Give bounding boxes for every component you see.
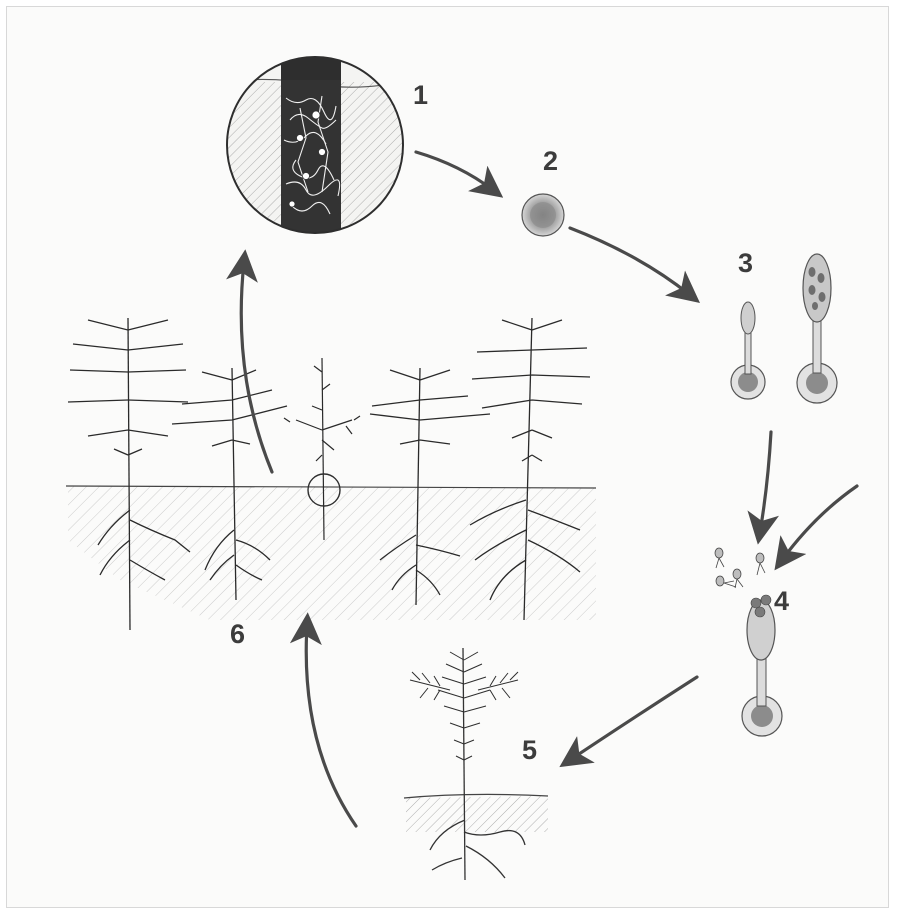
- stage-label-3: 3: [738, 248, 753, 278]
- arrow-6-to-1: [241, 262, 272, 472]
- zoospores: [715, 548, 764, 586]
- stage-label-2: 2: [543, 146, 558, 176]
- stage-2-resting-spore: [522, 194, 564, 236]
- stage-label-5: 5: [522, 735, 537, 765]
- stage-1-magnified-root-section: [220, 50, 420, 252]
- stage-6-seedling-row: [66, 318, 596, 630]
- stage-label-6: 6: [230, 619, 245, 649]
- arrow-1-to-2: [416, 152, 493, 190]
- arrow-5-to-6: [306, 625, 356, 826]
- arrow-3-to-4: [760, 432, 771, 532]
- stage-4-zoospore-release: [715, 548, 782, 736]
- arrow-side-to-4: [782, 486, 857, 560]
- arrow-2-to-3: [570, 228, 690, 295]
- arrow-4-to-5: [570, 677, 697, 760]
- stage-label-4: 4: [774, 586, 789, 616]
- stage-label-1: 1: [413, 80, 428, 110]
